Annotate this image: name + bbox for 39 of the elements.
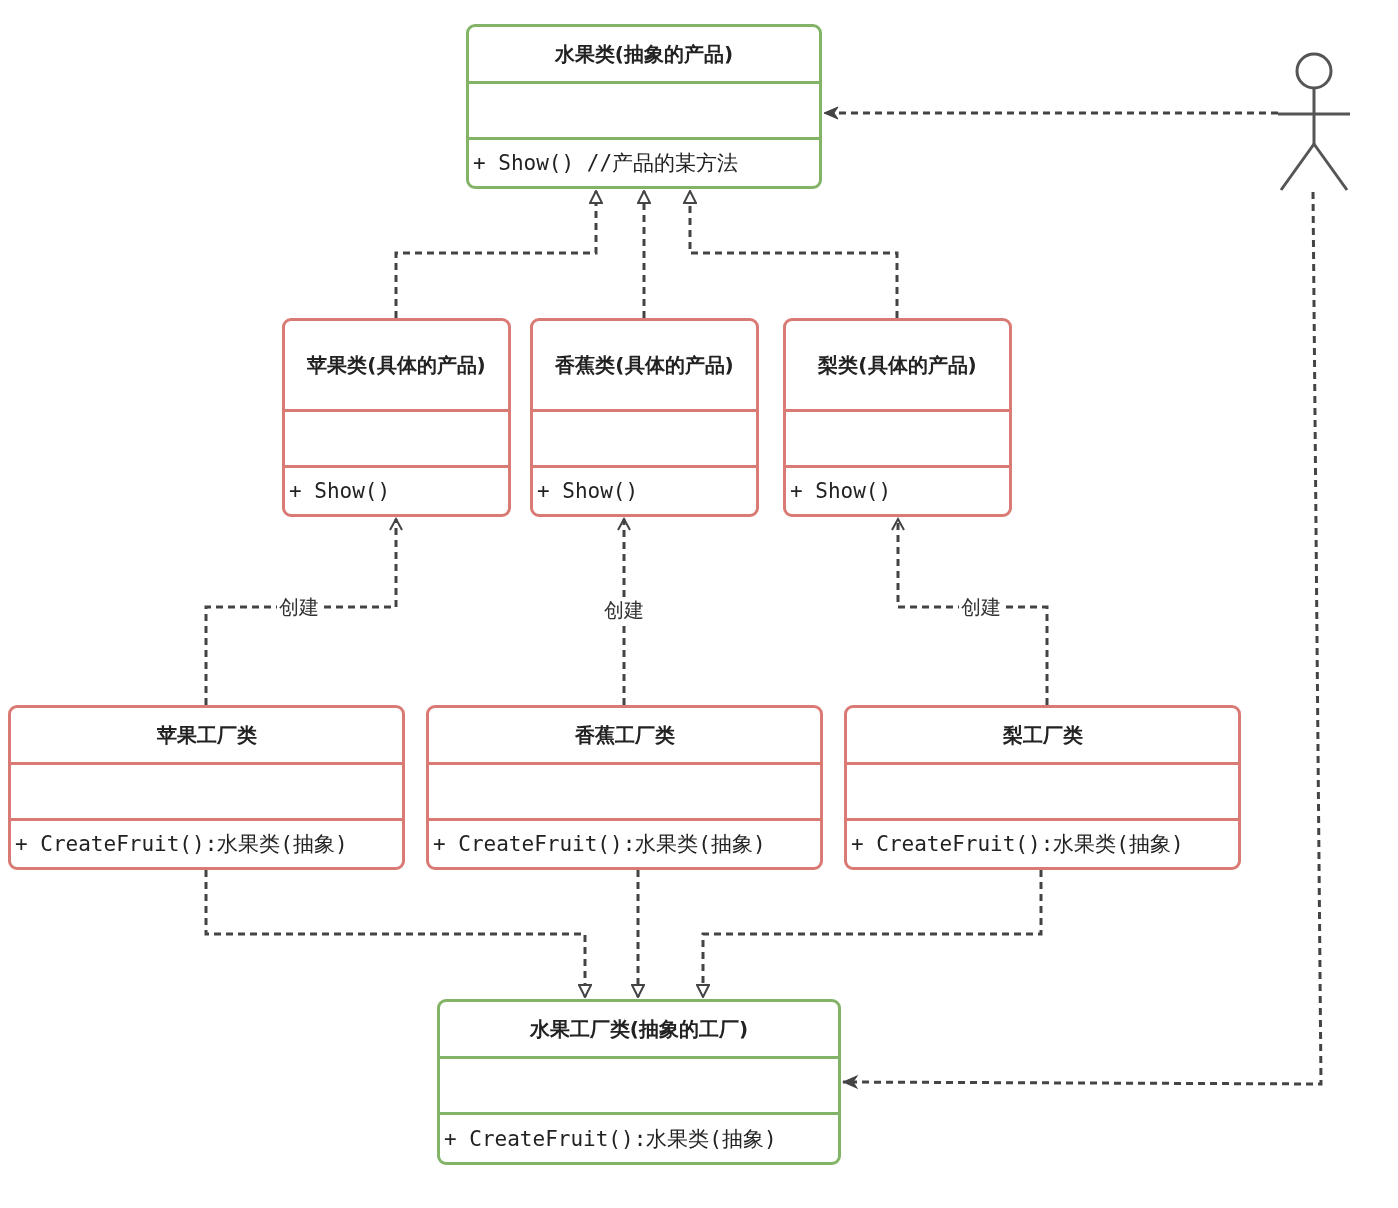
class-name: 水果工厂类(抽象的工厂) xyxy=(529,1015,749,1043)
arrow xyxy=(683,190,899,318)
edge-label: 创建 xyxy=(277,595,321,619)
method-text: + CreateFruit():水果类(抽象) xyxy=(15,831,348,858)
class-box xyxy=(530,318,759,517)
class-name: 梨类(具体的产品) xyxy=(818,351,977,379)
class-box xyxy=(437,999,841,1165)
arrow xyxy=(842,192,1323,1089)
class-box xyxy=(466,24,822,189)
method-text: + CreateFruit():水果类(抽象) xyxy=(433,831,766,858)
actor-figure xyxy=(1278,52,1350,192)
arrow xyxy=(631,870,645,998)
class-name: 香蕉类(具体的产品) xyxy=(555,351,734,379)
class-box xyxy=(8,705,405,870)
method-text: + CreateFruit():水果类(抽象) xyxy=(851,831,1184,858)
arrow xyxy=(204,870,592,998)
method-text: + Show() //产品的某方法 xyxy=(473,150,739,177)
arrow xyxy=(696,870,1043,998)
class-box xyxy=(426,705,823,870)
arrow xyxy=(891,518,1049,705)
class-name: 水果类(抽象的产品) xyxy=(554,40,734,68)
class-name: 梨工厂类 xyxy=(1002,721,1083,749)
method-text: + CreateFruit():水果类(抽象) xyxy=(444,1125,777,1153)
method-text: + Show() xyxy=(289,479,391,503)
class-name: 苹果工厂类 xyxy=(156,721,257,749)
class-name: 苹果类(具体的产品) xyxy=(307,351,486,379)
arrow xyxy=(637,190,651,318)
class-box xyxy=(844,705,1241,870)
class-box xyxy=(783,318,1012,517)
class-name: 香蕉工厂类 xyxy=(574,721,675,749)
edge-label: 创建 xyxy=(959,595,1003,619)
arrow xyxy=(204,518,403,705)
arrow xyxy=(823,106,1278,120)
arrow xyxy=(394,190,603,318)
method-text: + Show() xyxy=(790,479,892,503)
arrow xyxy=(617,518,631,705)
edge-label: 创建 xyxy=(602,598,646,622)
class-box xyxy=(282,318,511,517)
method-text: + Show() xyxy=(537,479,639,503)
